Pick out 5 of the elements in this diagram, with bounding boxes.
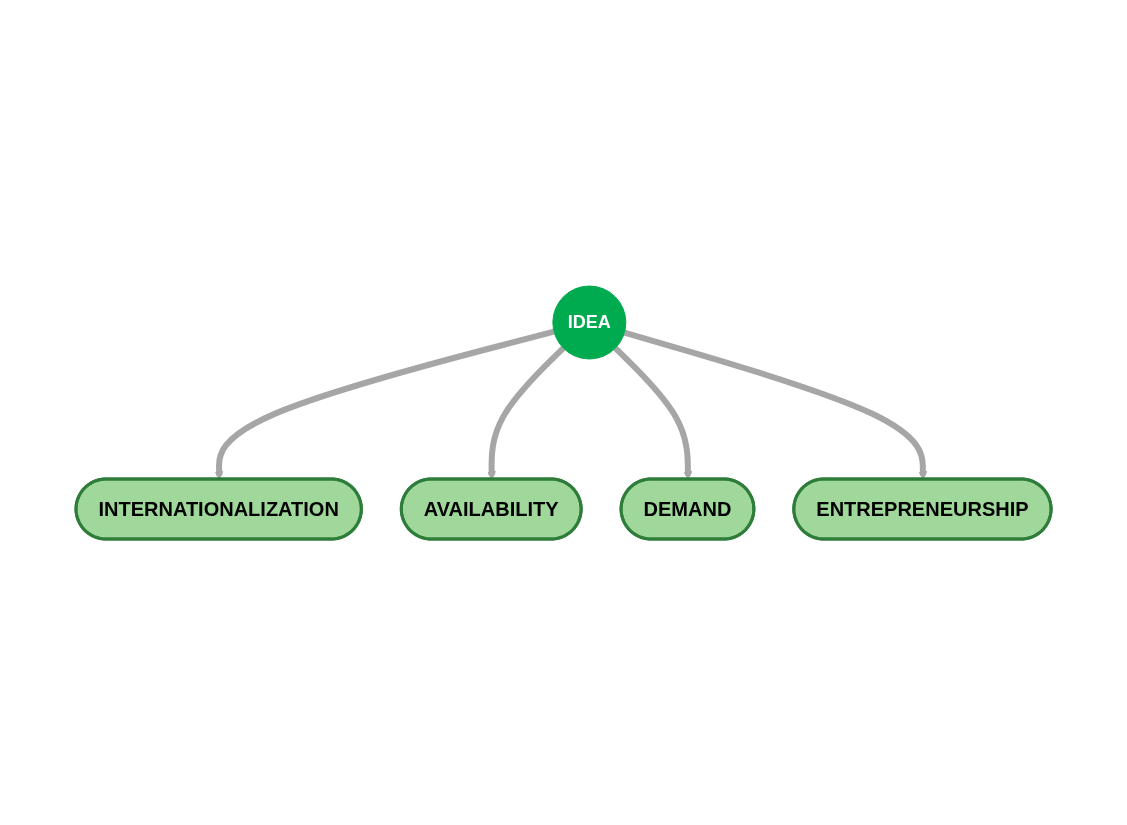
arrow <box>487 345 566 480</box>
arrow <box>613 345 693 480</box>
arrow <box>623 329 928 480</box>
arrow <box>214 328 555 480</box>
node-circle: IDEA <box>552 285 627 360</box>
